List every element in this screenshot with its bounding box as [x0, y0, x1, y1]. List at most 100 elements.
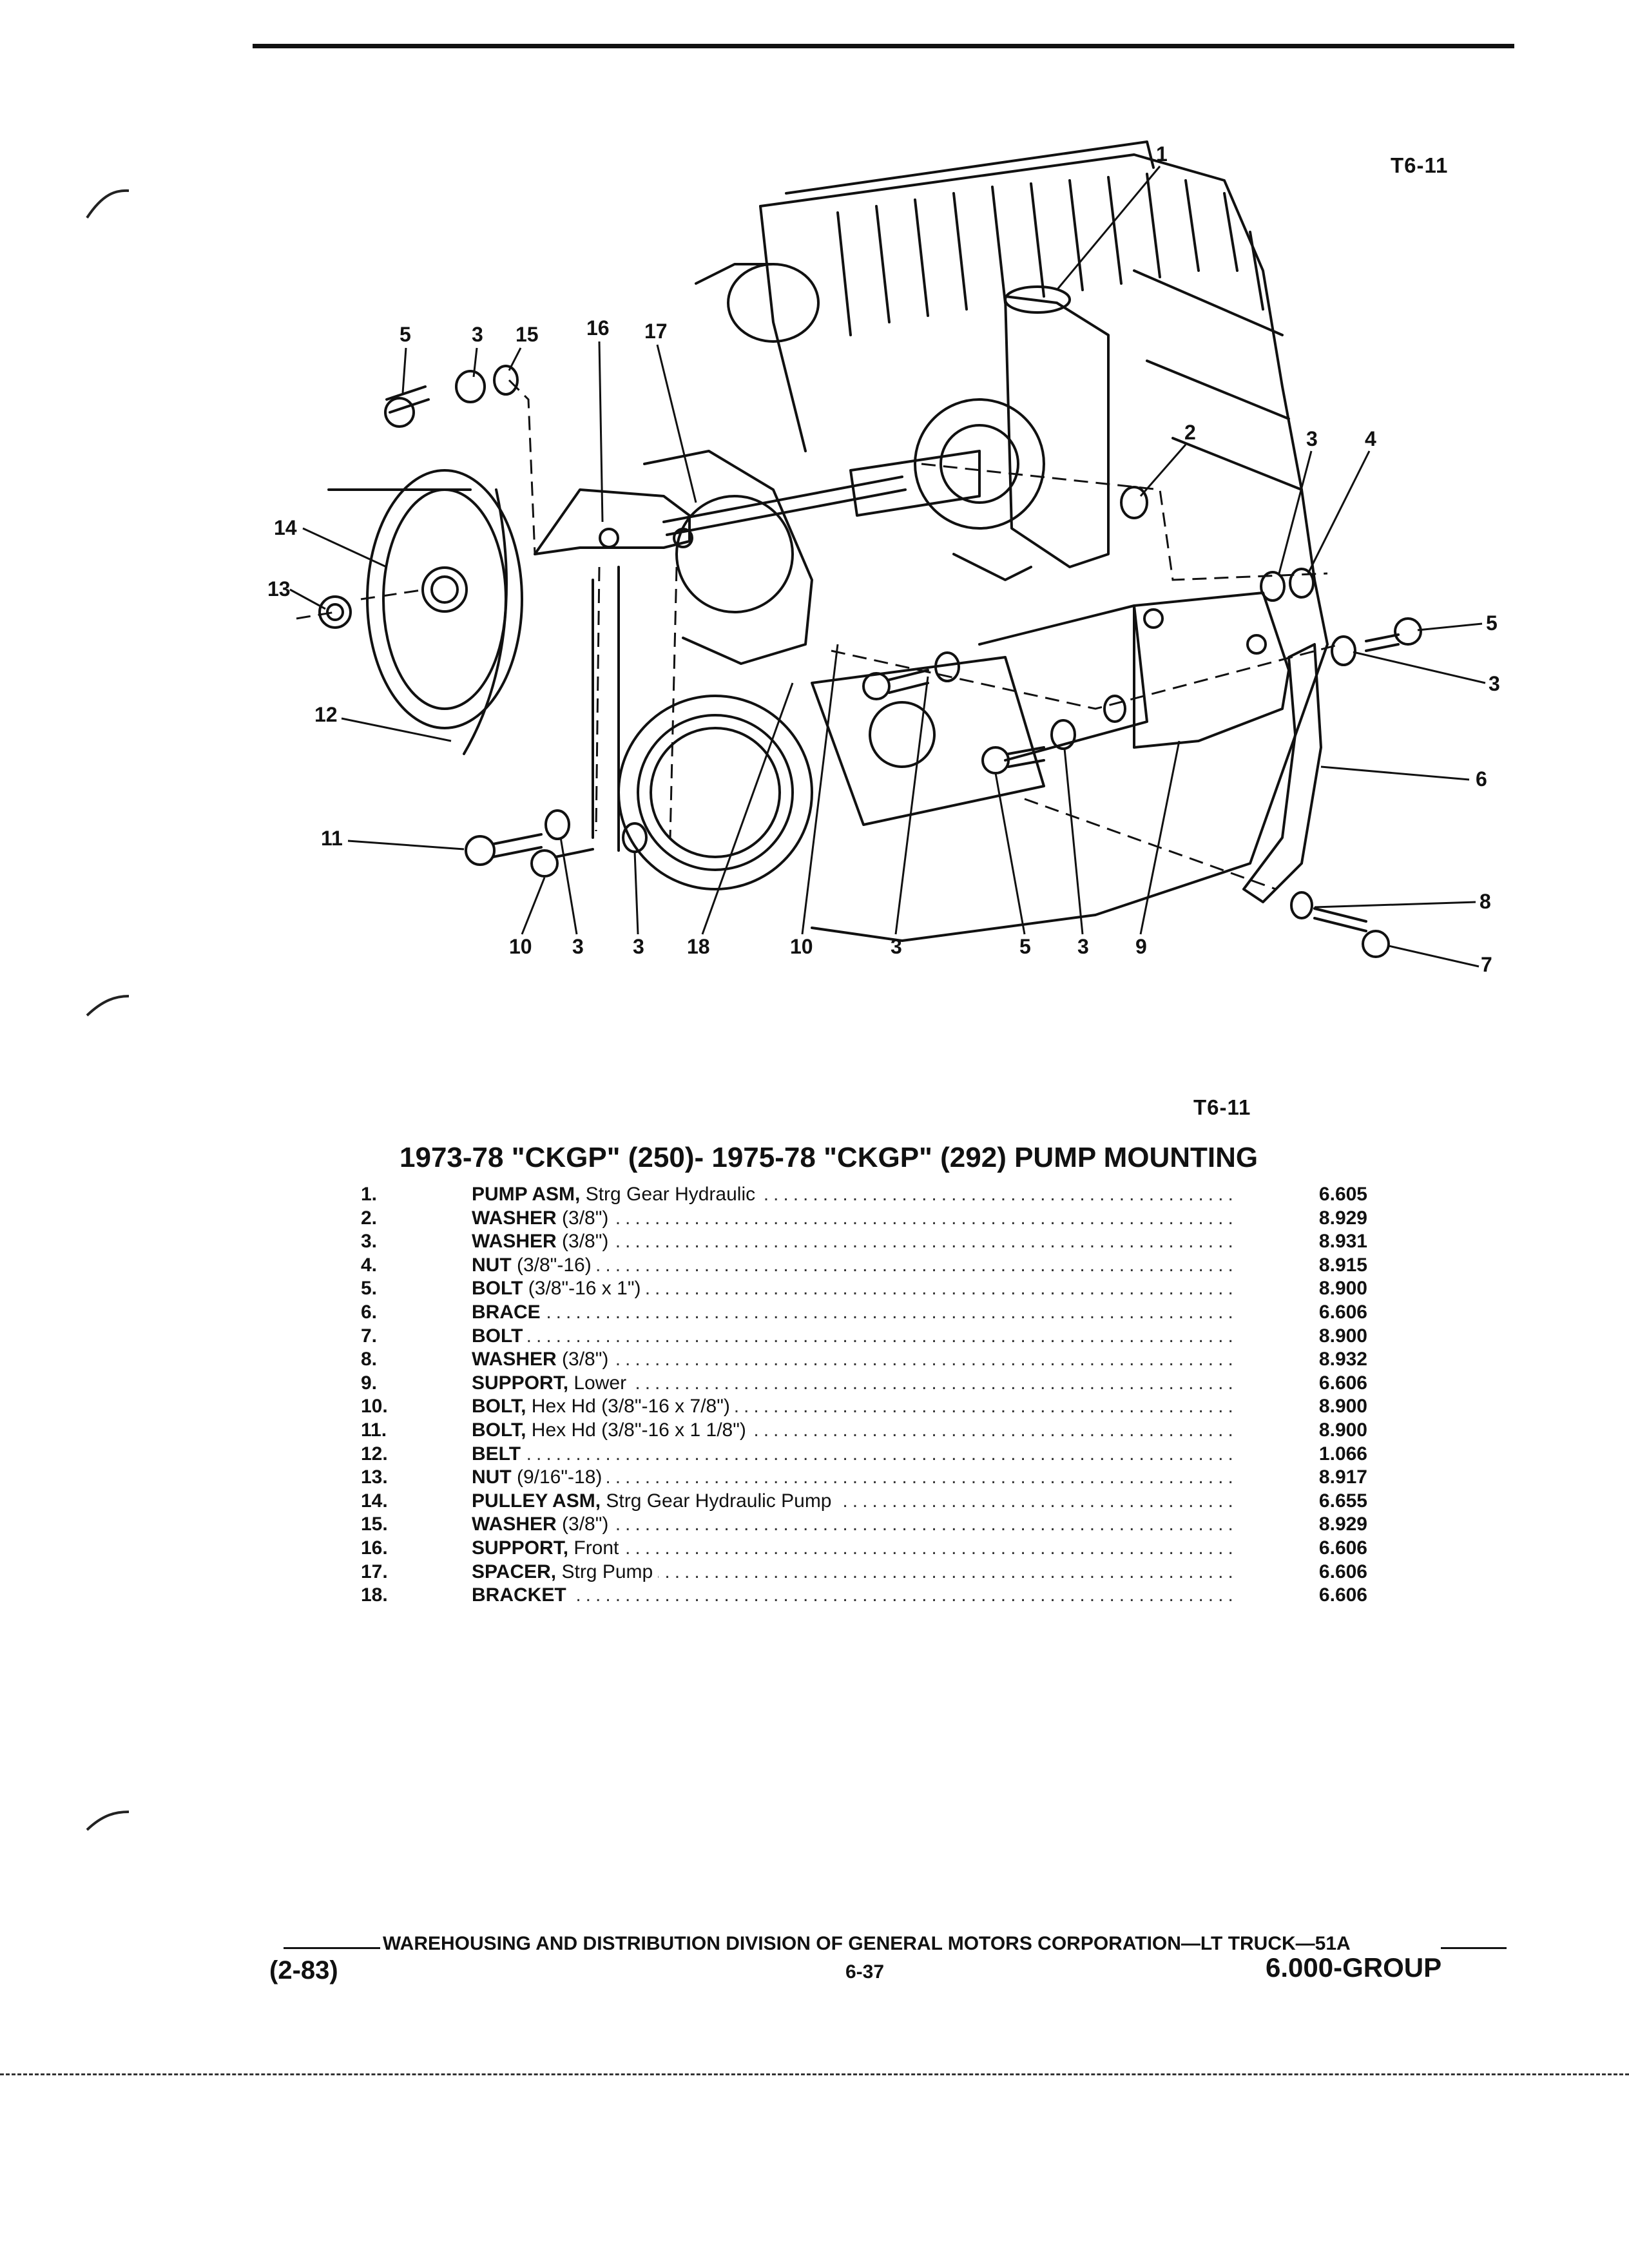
callout-5: 5	[400, 323, 411, 346]
group-code: 8.915	[1318, 1254, 1367, 1276]
group-code: 6.606	[1318, 1584, 1367, 1606]
group-code: 6.655	[1318, 1490, 1367, 1512]
item-name: SPACER,	[472, 1561, 557, 1582]
callout-1: 1	[1156, 142, 1168, 166]
top-rule	[253, 44, 1514, 48]
parts-list-row: 5.......................................…	[0, 1277, 1629, 1301]
callout-3: 3	[1306, 427, 1318, 450]
group-code: 8.900	[1318, 1278, 1367, 1300]
item-number: 2.	[361, 1207, 378, 1229]
item-number: 6.	[361, 1302, 378, 1323]
item-detail: Lower	[568, 1372, 627, 1394]
item-name: BOLT	[472, 1325, 523, 1347]
item-detail: Hex Hd (3/8"-16 x 1 1/8")	[526, 1419, 746, 1441]
item-description: BRACKET	[472, 1584, 572, 1608]
item-detail: (3/8")	[556, 1231, 609, 1253]
footer-rule-left	[284, 1947, 380, 1949]
parts-list-row: 6.......................................…	[0, 1301, 1629, 1324]
group-code: 6.606	[1318, 1302, 1367, 1323]
dot-leader: ........................................…	[477, 1443, 1237, 1465]
item-description: WASHER (3/8")	[472, 1230, 614, 1254]
item-description: NUT (9/16"-18)	[472, 1466, 608, 1490]
parts-list-row: 15......................................…	[0, 1513, 1629, 1537]
callout-3: 3	[572, 935, 584, 958]
callout-9: 9	[1135, 935, 1147, 958]
item-description: PULLEY ASM, Strg Gear Hydraulic Pump	[472, 1489, 837, 1513]
item-name: BRACKET	[472, 1584, 566, 1606]
parts-list-row: 3.......................................…	[0, 1230, 1629, 1254]
parts-list-row: 7.......................................…	[0, 1324, 1629, 1348]
dot-leader: ........................................…	[477, 1325, 1237, 1347]
callout-16: 16	[586, 316, 610, 340]
callout-7: 7	[1481, 953, 1492, 976]
parts-list-row: 14......................................…	[0, 1489, 1629, 1513]
item-description: BELT	[472, 1442, 526, 1466]
callout-10: 10	[790, 935, 813, 958]
item-detail: (9/16"-18)	[511, 1466, 602, 1488]
group-code: 8.900	[1318, 1396, 1367, 1418]
item-number: 1.	[361, 1184, 378, 1205]
item-number: 8.	[361, 1349, 378, 1370]
item-description: WASHER (3/8")	[472, 1348, 614, 1372]
group-code: 6.606	[1318, 1537, 1367, 1559]
item-description: NUT (3/8"-16)	[472, 1253, 597, 1277]
item-number: 16.	[361, 1537, 388, 1559]
item-number: 15.	[361, 1514, 388, 1535]
item-name: BOLT,	[472, 1396, 526, 1418]
callout-5: 5	[1019, 935, 1031, 958]
item-description: BOLT, Hex Hd (3/8"-16 x 1 1/8")	[472, 1419, 751, 1442]
callout-3: 3	[1077, 935, 1089, 958]
item-number: 18.	[361, 1584, 388, 1606]
item-name: BELT	[472, 1443, 521, 1465]
item-description: SUPPORT, Lower	[472, 1371, 632, 1395]
item-number: 9.	[361, 1372, 378, 1394]
item-number: 5.	[361, 1278, 378, 1300]
item-name: BOLT,	[472, 1419, 526, 1441]
callout-11: 11	[321, 827, 343, 850]
parts-list-row: 18......................................…	[0, 1584, 1629, 1608]
item-name: NUT	[472, 1466, 512, 1488]
callout-15: 15	[516, 323, 539, 346]
item-detail: Front	[568, 1537, 619, 1559]
group-code: 8.900	[1318, 1325, 1367, 1347]
footer-division-line: WAREHOUSING AND DISTRIBUTION DIVISION OF…	[383, 1933, 1351, 1954]
callout-17: 17	[644, 320, 668, 343]
item-name: NUT	[472, 1254, 512, 1276]
figure-reference: T6-11	[1391, 153, 1449, 177]
parts-list-row: 8.......................................…	[0, 1348, 1629, 1372]
group-code: 8.929	[1318, 1514, 1367, 1535]
item-description: PUMP ASM, Strg Gear Hydraulic	[472, 1183, 761, 1206]
item-detail: Hex Hd (3/8"-16 x 7/8")	[526, 1396, 730, 1418]
callout-3: 3	[891, 935, 902, 958]
parts-list-row: 16......................................…	[0, 1537, 1629, 1560]
item-detail: (3/8")	[556, 1207, 609, 1229]
item-name: WASHER	[472, 1231, 557, 1253]
item-description: BOLT, Hex Hd (3/8"-16 x 7/8")	[472, 1395, 735, 1419]
callout-2: 2	[1184, 421, 1196, 444]
item-description: BOLT (3/8"-16 x 1")	[472, 1277, 646, 1301]
group-code: 8.917	[1318, 1466, 1367, 1488]
item-name: WASHER	[472, 1349, 557, 1370]
parts-list-title: 1973-78 "CKGP" (250)- 1975-78 "CKGP" (29…	[400, 1142, 1258, 1173]
item-detail: (3/8"-16 x 1")	[523, 1278, 641, 1300]
item-description: BRACE	[472, 1301, 546, 1324]
group-code: 8.932	[1318, 1349, 1367, 1370]
group-code: 6.605	[1318, 1184, 1367, 1205]
group-code: 6.606	[1318, 1372, 1367, 1394]
item-name: SUPPORT,	[472, 1372, 569, 1394]
parts-list-row: 2.......................................…	[0, 1206, 1629, 1230]
binder-hole-marks	[86, 189, 130, 1831]
item-name: SUPPORT,	[472, 1537, 569, 1559]
callout-5: 5	[1486, 611, 1498, 635]
item-number: 13.	[361, 1466, 388, 1488]
item-description: SPACER, Strg Pump	[472, 1560, 659, 1584]
page-number: 6-37	[845, 1961, 885, 1983]
item-name: PUMP ASM,	[472, 1184, 581, 1205]
item-name: WASHER	[472, 1514, 557, 1535]
item-detail: Strg Pump	[556, 1561, 653, 1582]
group-code: 8.900	[1318, 1419, 1367, 1441]
parts-list-row: 12......................................…	[0, 1442, 1629, 1466]
dot-leader: ........................................…	[477, 1302, 1237, 1323]
group-code: 8.931	[1318, 1231, 1367, 1253]
item-detail: (3/8")	[556, 1514, 609, 1535]
